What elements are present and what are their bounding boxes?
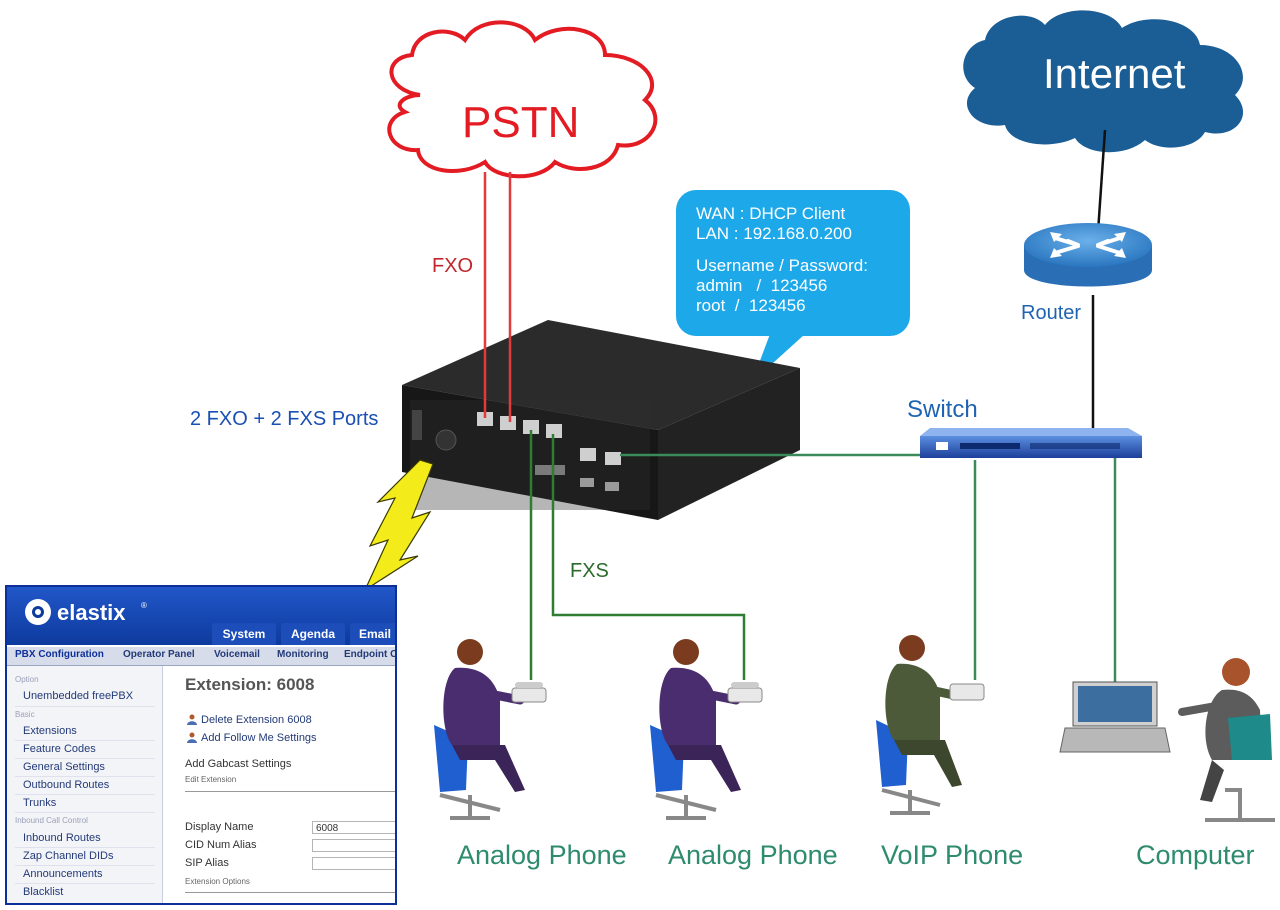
fxo-lines [483, 172, 512, 422]
wan-info: WAN : DHCP Client [696, 204, 846, 223]
tab-email[interactable]: Email [350, 623, 395, 645]
elastix-brand: elastix [57, 600, 126, 625]
tab-agenda[interactable]: Agenda [281, 623, 345, 645]
subtab-monitoring[interactable]: Monitoring [277, 649, 329, 660]
credentials-heading: Username / Password: [696, 256, 868, 275]
sidebar-item-general-settings[interactable]: General Settings [23, 761, 105, 773]
cid-num-alias-field[interactable] [312, 839, 395, 852]
subnav-bar [7, 647, 395, 666]
sidebar-item-inbound-routes[interactable]: Inbound Routes [23, 832, 101, 844]
subtab-pbx-configuration[interactable]: PBX Configuration [15, 649, 104, 660]
voip-phone-label: VoIP Phone [881, 840, 1024, 870]
delete-extension-link[interactable]: Delete Extension 6008 [201, 714, 312, 726]
switch-label: Switch [907, 396, 978, 423]
computer-label: Computer [1136, 840, 1255, 870]
tab-system[interactable]: System [212, 623, 276, 645]
sip-alias-field[interactable] [312, 857, 395, 870]
internet-cloud [963, 10, 1244, 153]
display-name-label: Display Name [185, 821, 254, 833]
subtab-endpoint[interactable]: Endpoint C [344, 649, 397, 660]
network-lines [620, 453, 1117, 690]
router-label: Router [1021, 302, 1082, 324]
ports-label: 2 FXO + 2 FXS Ports [190, 408, 379, 430]
sidebar-item-extensions[interactable]: Extensions [23, 725, 77, 737]
page-title: Extension: 6008 [185, 675, 315, 694]
user-icon [187, 714, 197, 725]
internet-router-line [1096, 129, 1107, 233]
sidebar-head-option: Option [15, 675, 39, 684]
subtab-operator-panel[interactable]: Operator Panel [123, 649, 195, 660]
user-icon [187, 732, 197, 743]
fxs-lines [529, 430, 746, 680]
fxo-label: FXO [432, 255, 474, 277]
extension-options-heading: Extension Options [185, 877, 250, 886]
admin-credentials: admin / 123456 [696, 276, 828, 295]
edit-extension-heading: Edit Extension [185, 775, 237, 784]
sidebar-head-basic: Basic [15, 710, 35, 719]
analog-phone-label-2: Analog Phone [668, 840, 838, 870]
add-gabcast-link[interactable]: Add Gabcast Settings [185, 758, 292, 770]
sidebar-item-trunks[interactable]: Trunks [23, 797, 57, 809]
sidebar-item-feature-codes[interactable]: Feature Codes [23, 743, 96, 755]
root-credentials: root / 123456 [696, 296, 806, 315]
pstn-label: PSTN [462, 98, 580, 147]
sidebar-head-inbound: Inbound Call Control [15, 816, 88, 825]
fxs-label: FXS [570, 560, 609, 582]
elastix-sidebar [7, 666, 163, 903]
elastix-admin-panel: elastix ® System Agenda Email PBX Config… [5, 585, 397, 905]
sidebar-item-unembedded[interactable]: Unembedded freePBX [23, 690, 134, 702]
network-switch [920, 428, 1142, 458]
analog-phone-user-2 [650, 639, 763, 820]
add-follow-me-link[interactable]: Add Follow Me Settings [201, 732, 317, 744]
pstn-cloud [387, 20, 658, 179]
sidebar-item-outbound-routes[interactable]: Outbound Routes [23, 779, 110, 791]
analog-phone-label-1: Analog Phone [457, 840, 627, 870]
display-name-field[interactable]: 6008 [312, 821, 395, 834]
internet-label: Internet [1043, 50, 1186, 97]
voip-phone-user [876, 635, 985, 815]
router-icon [1024, 223, 1152, 287]
info-callout-text: WAN : DHCP Client LAN : 192.168.0.200 Us… [696, 204, 868, 316]
analog-phone-user-1 [434, 639, 547, 820]
sidebar-item-blacklist[interactable]: Blacklist [23, 886, 64, 898]
sip-alias-label: SIP Alias [185, 857, 229, 869]
wireless-lightning [363, 459, 434, 592]
subtab-voicemail[interactable]: Voicemail [214, 649, 260, 660]
cid-num-alias-label: CID Num Alias [185, 839, 257, 851]
sidebar-item-zap-dids[interactable]: Zap Channel DIDs [23, 850, 114, 862]
sidebar-item-announcements[interactable]: Announcements [23, 868, 103, 880]
lan-info: LAN : 192.168.0.200 [696, 224, 852, 243]
computer-user [1059, 658, 1275, 822]
pbx-device [402, 320, 800, 520]
